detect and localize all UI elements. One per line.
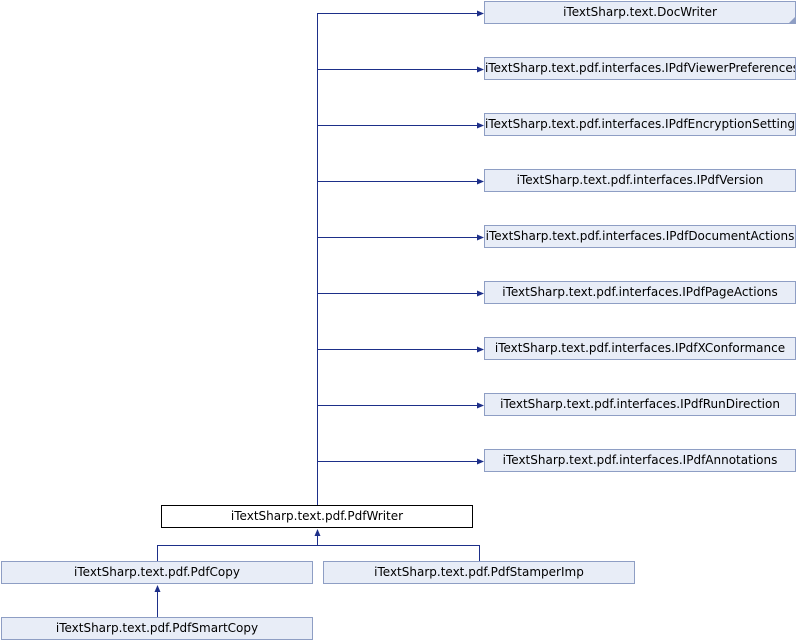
node-label: iTextSharp.text.pdf.interfaces.IPdfViewe…	[485, 61, 796, 75]
edge-arrowhead-1	[477, 66, 484, 73]
node-pdfwriter-current: iTextSharp.text.pdf.PdfWriter	[161, 505, 473, 528]
node-label: iTextSharp.text.pdf.interfaces.IPdfVersi…	[516, 173, 764, 187]
edge-arrowhead-5	[477, 290, 484, 297]
node-ipdfxconformance[interactable]: iTextSharp.text.pdf.interfaces.IPdfXConf…	[484, 337, 796, 360]
node-label: iTextSharp.text.pdf.interfaces.IPdfDocum…	[485, 229, 795, 243]
node-label: iTextSharp.text.pdf.PdfSmartCopy	[55, 621, 259, 635]
node-pdfsmartcopy[interactable]: iTextSharp.text.pdf.PdfSmartCopy	[1, 617, 313, 640]
node-ipdfencryptionsettings[interactable]: iTextSharp.text.pdf.interfaces.IPdfEncry…	[484, 113, 796, 136]
node-label: iTextSharp.text.pdf.interfaces.IPdfAnnot…	[502, 453, 778, 467]
edge-arrowhead-7	[477, 402, 484, 409]
edge-arrowhead-3	[477, 178, 484, 185]
edge-arrowhead-pdfwriter	[314, 529, 321, 536]
node-pdfstamperimp[interactable]: iTextSharp.text.pdf.PdfStamperImp	[323, 561, 635, 584]
node-ipdfannotations[interactable]: iTextSharp.text.pdf.interfaces.IPdfAnnot…	[484, 449, 796, 472]
node-ipdfversion[interactable]: iTextSharp.text.pdf.interfaces.IPdfVersi…	[484, 169, 796, 192]
node-ipdfpageactions[interactable]: iTextSharp.text.pdf.interfaces.IPdfPageA…	[484, 281, 796, 304]
edge-arrowhead-8	[477, 458, 484, 465]
node-docwriter[interactable]: iTextSharp.text.DocWriter	[484, 1, 796, 24]
node-label: iTextSharp.text.pdf.interfaces.IPdfPageA…	[502, 285, 778, 299]
node-label: iTextSharp.text.pdf.interfaces.IPdfRunDi…	[500, 397, 780, 411]
node-ipdfrundirection[interactable]: iTextSharp.text.pdf.interfaces.IPdfRunDi…	[484, 393, 796, 416]
node-label: iTextSharp.text.pdf.PdfStamperImp	[374, 565, 584, 579]
node-ipdfviewerpreferences[interactable]: iTextSharp.text.pdf.interfaces.IPdfViewe…	[484, 57, 796, 80]
node-label: iTextSharp.text.pdf.interfaces.IPdfXConf…	[494, 341, 786, 355]
edge-arrowhead-0	[477, 10, 484, 17]
node-ipdfdocumentactions[interactable]: iTextSharp.text.pdf.interfaces.IPdfDocum…	[484, 225, 796, 248]
edge-arrowhead-6	[477, 346, 484, 353]
node-label: iTextSharp.text.pdf.PdfCopy	[74, 565, 240, 579]
truncated-marker-icon	[789, 17, 795, 23]
node-label: iTextSharp.text.pdf.PdfWriter	[230, 509, 404, 523]
edge-arrowhead-2	[477, 122, 484, 129]
node-label: iTextSharp.text.pdf.interfaces.IPdfEncry…	[485, 117, 796, 131]
edge-arrowhead-4	[477, 234, 484, 241]
node-pdfcopy[interactable]: iTextSharp.text.pdf.PdfCopy	[1, 561, 313, 584]
node-label: iTextSharp.text.DocWriter	[563, 5, 717, 19]
edge-arrowhead-pdfcopy	[154, 585, 161, 592]
